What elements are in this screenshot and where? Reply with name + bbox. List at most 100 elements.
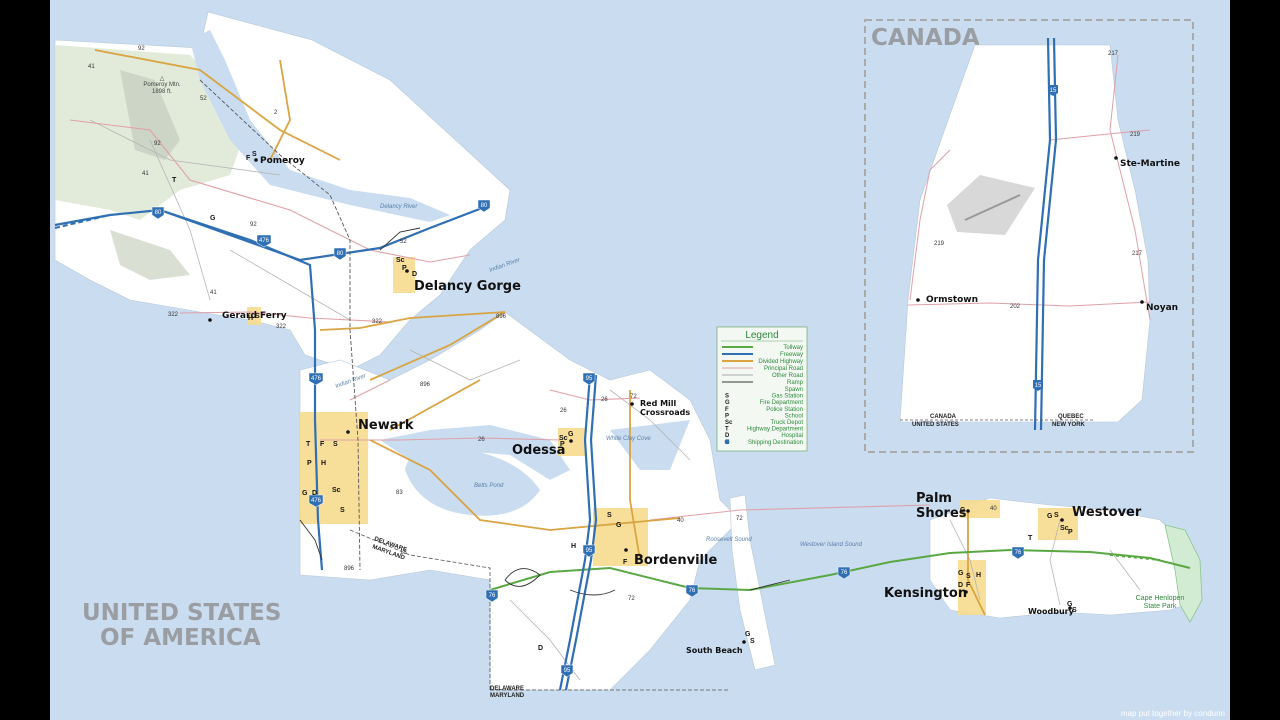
state-route-labels: 92 92 92 2 41 41 41 52 52 322 322 322 89…	[88, 46, 997, 602]
white-clay-cove-label: White Clay Cove	[606, 436, 651, 442]
svg-text:T: T	[1028, 535, 1033, 542]
svg-text:G: G	[1047, 513, 1053, 520]
tollway-dashed	[1109, 554, 1161, 561]
route-217a: 217	[1108, 51, 1119, 57]
city-westover: Westover	[1072, 505, 1142, 520]
svg-text:S: S	[255, 313, 260, 320]
legend-symbol-key: P	[725, 413, 729, 419]
svg-text:H: H	[976, 572, 981, 579]
route-202: 202	[1010, 304, 1021, 310]
route-322b: 322	[276, 324, 287, 330]
freeway-dashed-west	[54, 214, 111, 229]
delancy-river-label: Delancy River	[380, 204, 418, 210]
route-92b: 92	[154, 141, 161, 147]
svg-text:S: S	[1072, 607, 1077, 614]
route-52b: 52	[400, 239, 407, 245]
roosevelt-sound-label: Roosevelt Sound	[706, 537, 752, 543]
svg-text:S: S	[966, 573, 971, 580]
city-kensington: Kensington	[884, 586, 967, 601]
route-72a: 72	[630, 394, 637, 400]
pomeroy-mtn-label: Pomeroy Mtn.	[143, 82, 181, 88]
airport	[947, 175, 1035, 235]
svg-text:G: G	[1067, 601, 1073, 608]
shield-95b-label: 95	[586, 548, 593, 554]
legend-line-label: Ramp	[787, 380, 804, 386]
svg-text:S: S	[252, 151, 257, 158]
svg-text:G: G	[960, 507, 966, 514]
shield-95a-label: 95	[586, 376, 593, 382]
canada-label: CANADA	[871, 25, 980, 51]
usa-label-line2: OF AMERICA	[100, 625, 261, 651]
route-26a: 26	[478, 437, 485, 443]
legend-symbol-key: Sc	[725, 420, 733, 426]
route-40a: 40	[677, 518, 684, 524]
route-72b: 72	[736, 516, 743, 522]
shield-95c-label: 95	[564, 668, 571, 674]
shield-80-label: 80	[155, 210, 162, 216]
state-park-label: State Park	[1144, 603, 1177, 610]
legend-symbol-label: School	[785, 413, 803, 419]
shield-76a-label: 76	[489, 593, 496, 599]
city-shores: Shores	[916, 506, 967, 521]
legend-line-label: Divided Highway	[758, 359, 803, 365]
betts-pond	[405, 447, 540, 516]
legend-symbol-label: Truck Depot	[771, 420, 804, 426]
svg-text:F: F	[623, 559, 628, 566]
route-896a: 896	[496, 314, 507, 320]
legend-symbol-key: D	[725, 433, 730, 439]
cape-henlopen-label: Cape Henlopen	[1136, 595, 1185, 602]
legend-symbol-label: Fire Department	[760, 400, 804, 406]
svg-text:D: D	[312, 490, 317, 497]
route-41a: 41	[88, 64, 95, 70]
shield-476b-label: 476	[311, 376, 322, 382]
city-ormstown: Ormstown	[926, 295, 978, 305]
svg-text:Sc: Sc	[396, 257, 405, 264]
freeways	[54, 203, 598, 691]
legend-title: Legend	[745, 330, 778, 341]
route-896b: 896	[420, 382, 431, 388]
svg-text:P: P	[1068, 529, 1073, 536]
city-south-beach: South Beach	[686, 646, 743, 655]
route-40b: 40	[990, 506, 997, 512]
route-219b: 219	[934, 241, 945, 247]
svg-text:G: G	[302, 490, 308, 497]
map-credit: map put together by condunn	[1121, 709, 1225, 718]
inset-canada-border: CANADA	[930, 414, 957, 420]
city-odessa: Odessa	[512, 443, 565, 458]
legend-symbol-label: Shipping Destination	[748, 440, 803, 446]
city-bordenville: Bordenville	[634, 553, 717, 568]
shield-15a-label: 15	[1050, 88, 1057, 94]
legend-symbol-key: G	[725, 400, 730, 406]
svg-text:S: S	[750, 638, 755, 645]
svg-text:S: S	[607, 512, 612, 519]
map-canvas[interactable]: 80 80 80 476 476 476 95 95 95 76 76 76 7…	[50, 0, 1230, 720]
map-svg: 80 80 80 476 476 476 95 95 95 76 76 76 7…	[54, 11, 1225, 718]
city-gerard-ferry: Gerard Ferry	[222, 311, 287, 321]
svg-text:P: P	[402, 265, 407, 272]
interstate-shields: 80 80 80 476 476 476 95 95 95 76 76 76 7…	[151, 199, 1025, 678]
svg-text:T: T	[306, 441, 311, 448]
shield-476c-label: 476	[311, 498, 322, 504]
route-322c: 322	[372, 319, 383, 325]
route-26b: 26	[560, 408, 567, 414]
poi-markers	[208, 158, 1072, 644]
shipping-destination-icon	[724, 439, 730, 445]
peak-marker: △	[160, 76, 165, 82]
svg-text:Sc: Sc	[332, 487, 341, 494]
city-delancy-gorge: Delancy Gorge	[414, 279, 521, 294]
cape-henlopen-park	[1164, 524, 1203, 623]
indian-river-label: Indian River	[489, 257, 522, 274]
legend-symbol-key: T	[725, 427, 729, 433]
tollway-route-76	[489, 548, 1191, 592]
inset-quebec-border: QUEBEC	[1058, 414, 1084, 420]
svg-text:D: D	[958, 582, 963, 589]
pomeroy-elevation: 1898 ft.	[152, 89, 172, 95]
svg-text:H: H	[321, 460, 326, 467]
svg-text:F: F	[246, 155, 251, 162]
shield-76b-label: 76	[689, 588, 696, 594]
svg-text:Sc: Sc	[559, 435, 568, 442]
shield-76c-label: 76	[841, 570, 848, 576]
legend-line-label: Other Road	[772, 373, 803, 379]
svg-text:S: S	[340, 507, 345, 514]
